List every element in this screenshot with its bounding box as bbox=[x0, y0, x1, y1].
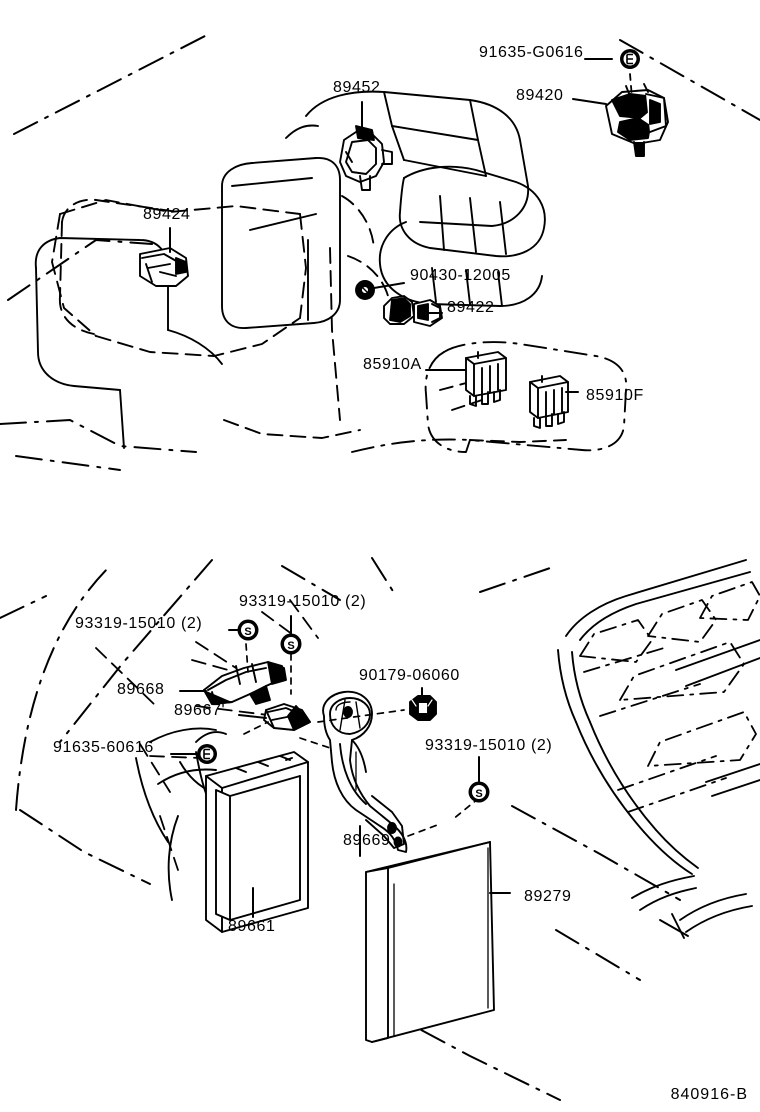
circle-s-symbol-a: S bbox=[237, 619, 259, 641]
label-89661: 89661 bbox=[228, 918, 276, 935]
valve-cover-hidden bbox=[59, 198, 179, 335]
label-91635-G0616: 91635-G0616 bbox=[479, 44, 584, 61]
label-91635-60616: 91635-60616 bbox=[53, 739, 154, 756]
diagram-footer-code: 840916-B bbox=[670, 1086, 748, 1103]
air-cleaner-box bbox=[221, 157, 341, 329]
svg-text:S: S bbox=[244, 626, 251, 638]
label-89452: 89452 bbox=[333, 79, 381, 96]
part-89668-shape bbox=[203, 661, 287, 705]
part-85910A-shape bbox=[465, 351, 507, 407]
valve-cover-front bbox=[34, 237, 223, 449]
relay-box-inner-lines bbox=[439, 381, 567, 443]
dash-vents bbox=[579, 581, 760, 813]
label-93319-15010-a: 93319-15010 (2) bbox=[239, 593, 367, 610]
label-93319-15010-b: 93319-15010 (2) bbox=[75, 615, 203, 632]
part-90430-12005-shape bbox=[355, 280, 375, 300]
label-85910F: 85910F bbox=[586, 387, 644, 404]
figure-cabin-ecu bbox=[0, 557, 760, 1101]
engine-hoses bbox=[341, 195, 389, 297]
instrument-panel-right bbox=[557, 559, 753, 933]
relay-box-boundary bbox=[351, 341, 628, 453]
dash-vent-solid-lines bbox=[659, 639, 760, 939]
circle-b-symbol-lower bbox=[197, 744, 217, 764]
attach-dash-91635-G0616 bbox=[629, 73, 633, 99]
circle-b-symbol-upper bbox=[620, 49, 640, 69]
part-89420-shape bbox=[605, 83, 669, 157]
part-89669-shape bbox=[322, 690, 408, 853]
part-85910F-shape bbox=[529, 375, 569, 429]
leader-lines-upper bbox=[169, 58, 613, 393]
part-89279-shape bbox=[365, 841, 495, 1043]
circle-s-symbol-c: S bbox=[468, 781, 490, 803]
label-89279: 89279 bbox=[524, 888, 572, 905]
part-89661-shape bbox=[205, 751, 309, 933]
label-90430-12005: 90430-12005 bbox=[410, 267, 511, 284]
label-89667: 89667' bbox=[174, 702, 226, 719]
phantom-cabin-lines bbox=[0, 557, 681, 1101]
figure-engine-compartment bbox=[0, 35, 760, 471]
intake-manifold bbox=[285, 90, 546, 307]
part-89452-shape bbox=[339, 125, 393, 191]
circle-s-symbol-b: S bbox=[280, 633, 302, 655]
label-85910A: 85910A bbox=[363, 356, 422, 373]
label-90179-06060: 90179-06060 bbox=[359, 667, 460, 684]
part-89667-shape bbox=[263, 703, 311, 731]
attach-dashes-lower bbox=[243, 643, 480, 837]
label-89669: 89669 bbox=[343, 832, 391, 849]
svg-text:S: S bbox=[287, 640, 294, 652]
label-89424: 89424 bbox=[143, 206, 191, 223]
cabin-hidden-edges bbox=[95, 599, 319, 871]
part-89424-shape bbox=[139, 247, 189, 287]
label-89420: 89420 bbox=[516, 87, 564, 104]
svg-text:S: S bbox=[475, 788, 482, 800]
phantom-body-lines bbox=[0, 35, 760, 471]
label-93319-15010-c: 93319-15010 (2) bbox=[425, 737, 553, 754]
hidden-panel-outlines bbox=[51, 199, 361, 439]
label-89422: 89422 bbox=[447, 299, 495, 316]
label-89668: 89668 bbox=[117, 681, 165, 698]
